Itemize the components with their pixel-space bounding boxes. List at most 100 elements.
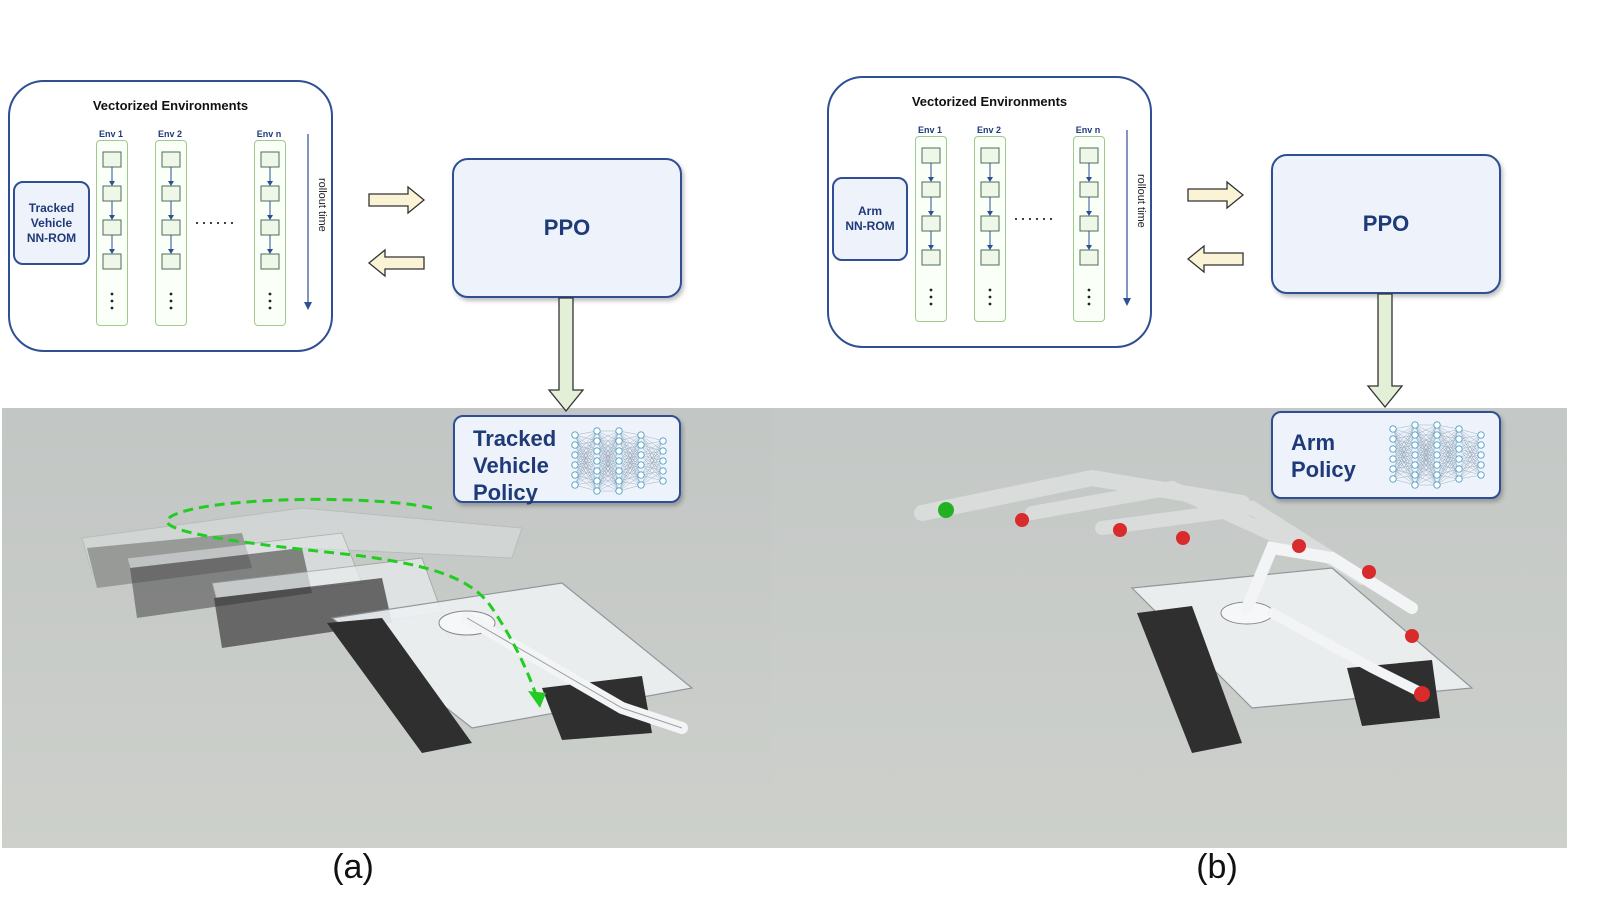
nn-node xyxy=(1455,465,1463,473)
nn-connection xyxy=(596,430,620,442)
nn-connection xyxy=(1392,424,1416,440)
trajectory-path xyxy=(165,497,539,699)
env-label-n: Env n xyxy=(256,129,282,139)
nn-connection xyxy=(1458,434,1482,450)
nn-rom-line: Arm xyxy=(857,204,882,218)
nn-node xyxy=(593,437,601,445)
nn-node xyxy=(1389,475,1397,483)
nn-connection xyxy=(1392,444,1416,480)
nn-node xyxy=(1389,455,1397,463)
nn-connection xyxy=(1436,448,1460,486)
nn-connection xyxy=(596,430,620,482)
env-column-n xyxy=(1073,136,1105,322)
neural-network-icon xyxy=(571,427,667,495)
target-red xyxy=(1414,686,1430,702)
nn-connection xyxy=(618,474,642,492)
nn-node xyxy=(659,437,667,445)
nn-connection xyxy=(1458,454,1482,480)
nn-connection xyxy=(1414,424,1438,446)
nn-connection xyxy=(1436,428,1460,436)
nn-node xyxy=(593,487,601,495)
nn-node xyxy=(1433,481,1441,489)
arrow-to-ppo xyxy=(1187,180,1245,210)
nn-connection xyxy=(618,434,642,492)
nn-node xyxy=(571,441,579,449)
neural-network-icon xyxy=(1389,421,1485,489)
nn-node xyxy=(571,431,579,439)
nn-node xyxy=(593,457,601,465)
target-red xyxy=(1362,565,1376,579)
policy-line: Vehicle xyxy=(473,453,549,478)
nn-rom-line: NN-ROM xyxy=(845,219,895,233)
nn-connection xyxy=(574,440,598,486)
nn-node xyxy=(571,461,579,469)
arrow-ppo-to-policy xyxy=(547,297,585,413)
nn-connection xyxy=(574,430,598,466)
nn-node xyxy=(659,447,667,455)
ppo-box: PPO xyxy=(1271,154,1501,294)
nn-connection xyxy=(618,434,642,472)
nn-connection xyxy=(596,470,620,492)
rollout-time-arrow xyxy=(1123,130,1131,306)
nn-connection xyxy=(574,470,598,486)
nn-node xyxy=(1477,431,1485,439)
env-column-n xyxy=(254,140,286,326)
nn-rom-box: Tracked Vehicle NN-ROM xyxy=(13,181,90,265)
nn-connection xyxy=(618,464,642,492)
nn-node xyxy=(615,467,623,475)
nn-connection xyxy=(640,480,664,486)
vehicle-main xyxy=(327,582,694,753)
nn-connection xyxy=(1436,428,1460,476)
nn-node xyxy=(593,427,601,435)
nn-node xyxy=(1411,431,1419,439)
nn-connection xyxy=(574,430,598,456)
nn-connection xyxy=(618,454,642,492)
nn-node xyxy=(1433,421,1441,429)
nn-connection xyxy=(574,430,598,476)
nn-connection xyxy=(1392,424,1416,450)
nn-connection xyxy=(1414,424,1438,436)
nn-connection xyxy=(1414,424,1438,456)
nn-node xyxy=(1389,465,1397,473)
nn-connection xyxy=(574,430,598,486)
target-green xyxy=(938,502,954,518)
nn-node xyxy=(637,481,645,489)
rollout-time-arrow xyxy=(304,134,312,310)
nn-connection xyxy=(618,430,642,436)
nn-node xyxy=(615,487,623,495)
policy-line: Tracked xyxy=(473,426,557,451)
nn-connection xyxy=(640,450,664,486)
nn-connection xyxy=(1392,478,1416,486)
nn-connection xyxy=(596,450,620,492)
nn-node xyxy=(1411,481,1419,489)
nn-connection xyxy=(1436,468,1460,486)
nn-node xyxy=(1477,451,1485,459)
nn-connection xyxy=(596,440,620,492)
nn-connection xyxy=(640,440,664,456)
nn-connection xyxy=(640,440,664,476)
env-label-2: Env 2 xyxy=(976,125,1001,135)
nn-connection xyxy=(618,484,642,492)
nn-connection xyxy=(1392,424,1416,470)
env-column-1 xyxy=(96,140,128,326)
nn-connection xyxy=(640,460,664,486)
nn-connection xyxy=(574,450,598,486)
env-column-2 xyxy=(974,136,1006,322)
nn-connection xyxy=(596,480,620,492)
nn-connection xyxy=(1414,444,1438,486)
panel-a: Vectorized Environments Tracked Vehicle … xyxy=(2,80,772,886)
nn-node xyxy=(637,461,645,469)
arrow-from-ppo xyxy=(1186,244,1244,274)
nn-node xyxy=(659,457,667,465)
trajectory-arrowhead xyxy=(528,691,546,708)
arrow-to-ppo xyxy=(368,185,426,215)
nn-connection xyxy=(1392,424,1416,480)
env-column-1 xyxy=(915,136,947,322)
nn-rom-line: Vehicle xyxy=(30,215,73,230)
panel-b: Vectorized Environments Arm NN-ROM Env 1… xyxy=(772,0,1600,900)
nn-connection xyxy=(596,430,620,462)
target-red xyxy=(1113,523,1127,537)
nn-node xyxy=(593,467,601,475)
nn-connection xyxy=(1414,424,1438,486)
nn-connection xyxy=(1414,424,1438,476)
